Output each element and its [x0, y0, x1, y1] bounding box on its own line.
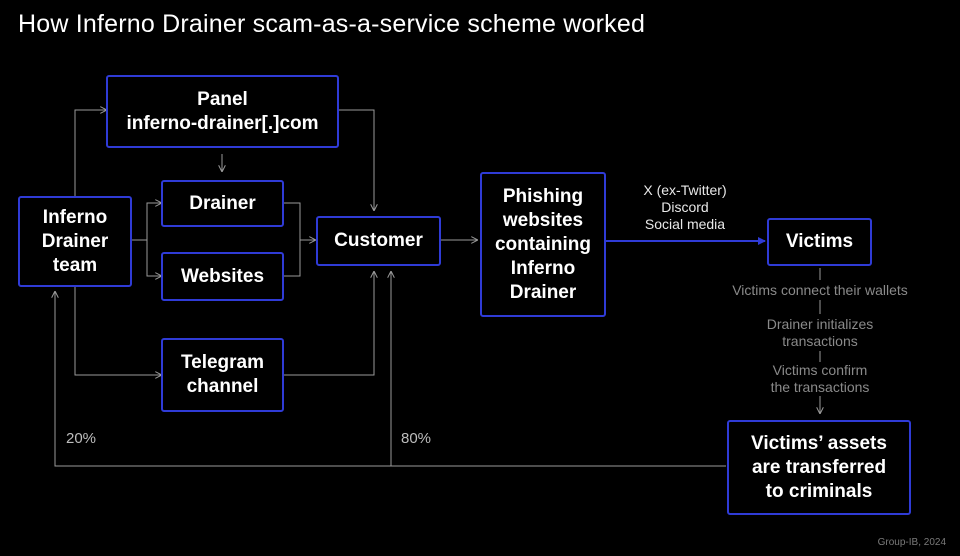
telegram-node: Telegram channel	[161, 338, 284, 412]
customer-label: Customer	[334, 230, 423, 251]
source-credit: Group-IB, 2024	[877, 537, 946, 548]
edge-team-drainer	[131, 203, 161, 241]
distribution-channels: X (ex-Twitter) Discord Social media	[615, 182, 755, 233]
assets-node: Victims’ assets are transferred to crimi…	[727, 420, 911, 515]
victims-node: Victims	[767, 218, 872, 266]
channel-label: Discord	[661, 199, 709, 215]
team-line: Drainer	[41, 230, 109, 252]
edge-team-telegram	[74, 287, 161, 375]
phishing-line: containing	[494, 233, 592, 255]
websites-node: Websites	[161, 252, 284, 301]
customer-share-label: 80%	[401, 430, 432, 447]
drainer-label: Drainer	[189, 192, 256, 214]
panel-label: Panel	[197, 88, 248, 110]
step-text: Drainer initializes	[766, 316, 874, 332]
phishing-line: websites	[502, 209, 584, 231]
assets-line: Victims’ assets	[751, 432, 887, 454]
customer-node: Customer	[316, 216, 441, 266]
websites-label: Websites	[180, 265, 265, 287]
diagram-title: How Inferno Drainer scam-as-a-service sc…	[18, 10, 646, 38]
edge-team-panel	[74, 110, 106, 196]
channel-label: Social media	[644, 216, 726, 232]
phishing-line: Drainer	[509, 281, 577, 303]
panel-domain: inferno-drainer[.]com	[126, 112, 319, 134]
telegram-line: Telegram	[180, 352, 265, 373]
step-initialize-transactions: Drainer initializes transactions	[700, 316, 940, 350]
panel-node: Panel inferno-drainer[.]com	[106, 75, 339, 148]
telegram-line: channel	[186, 376, 259, 397]
assets-line: are transferred	[751, 456, 887, 478]
team-line: team	[52, 254, 98, 276]
phishing-line: Phishing	[502, 185, 584, 207]
edge-assets-return	[55, 292, 726, 467]
phishing-node: Phishing websites containing Inferno Dra…	[480, 172, 606, 317]
victims-label: Victims	[785, 231, 854, 252]
assets-line: to criminals	[765, 480, 873, 502]
edge-panel-customer	[338, 109, 374, 210]
channel-label: X (ex-Twitter)	[643, 182, 727, 198]
phishing-line: Inferno	[510, 257, 576, 279]
team-share-label: 20%	[66, 430, 97, 447]
step-text: Victims confirm	[772, 362, 868, 378]
drainer-node: Drainer	[161, 180, 284, 227]
step-connect-wallets: Victims connect their wallets	[700, 282, 940, 299]
step-text: the transactions	[770, 379, 870, 395]
edge-telegram-customer	[283, 272, 374, 376]
team-node: Inferno Drainer team	[18, 196, 132, 287]
edge-websites-customer	[283, 240, 301, 277]
edge-team-websites	[146, 240, 161, 276]
edge-drainer-customer	[283, 202, 315, 240]
step-text: Victims connect their wallets	[732, 282, 908, 298]
team-line: Inferno	[42, 206, 108, 228]
step-text: transactions	[782, 333, 858, 349]
step-confirm-transactions: Victims confirm the transactions	[700, 362, 940, 396]
